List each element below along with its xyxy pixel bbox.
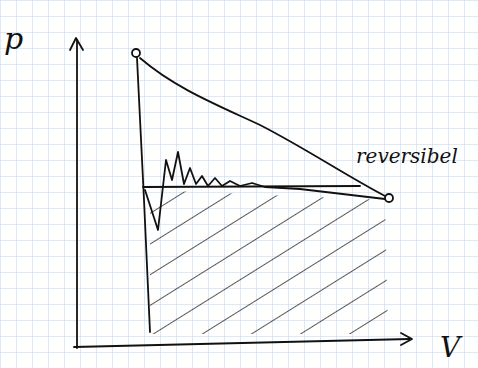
initial-state bbox=[132, 49, 140, 57]
p-axis-label: p bbox=[4, 24, 23, 54]
p-axis-arrow bbox=[70, 38, 83, 50]
reversible-curve bbox=[140, 58, 385, 196]
reversible-label: reversibel bbox=[356, 146, 458, 166]
final-state bbox=[385, 194, 393, 202]
p-axis bbox=[76, 40, 78, 348]
v-axis-label: V bbox=[440, 334, 460, 362]
irreversible-drop bbox=[137, 58, 150, 332]
v-axis bbox=[74, 339, 410, 347]
work-hatching bbox=[140, 180, 400, 340]
irreversible-path bbox=[145, 152, 385, 230]
external-pressure-line bbox=[143, 186, 360, 187]
v-axis-arrow bbox=[401, 333, 412, 345]
